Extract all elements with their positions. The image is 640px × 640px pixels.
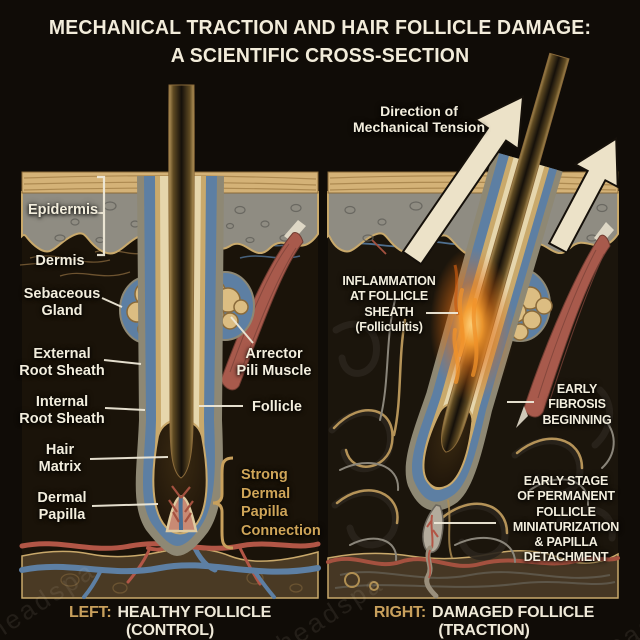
arrector-pili-muscle — [516, 222, 614, 428]
sebaceous-leader — [101, 297, 123, 308]
label-dermal-papilla: Dermal Papilla — [37, 490, 87, 523]
papilla-brace-icon — [212, 456, 234, 550]
label-epidermis: Epidermis — [27, 202, 99, 218]
label-early-fibrosis: EARLY FIBROSIS BEGINNING — [542, 382, 612, 427]
label-follicle: Follicle — [252, 399, 302, 415]
label-sebaceous-gland: Sebaceous Gland — [23, 286, 101, 319]
healthy-follicle-panel — [19, 84, 321, 599]
right-caption-text: DAMAGED FOLLICLE (TRACTION) — [432, 604, 595, 639]
hair-shaft — [168, 84, 195, 479]
fibrosis-swirls — [328, 299, 616, 563]
damaged-follicle-panel — [326, 52, 620, 599]
label-miniaturization: EARLY STAGE OF PERMANENT FOLLICLE MINIAT… — [512, 474, 620, 565]
left-caption: LEFT: HEALTHY FOLLICLE (CONTROL) — [28, 604, 312, 640]
label-direction-of-tension: Direction of Mechanical Tension — [353, 103, 485, 136]
tension-arrow-icon — [401, 94, 619, 266]
leader-lines — [89, 175, 534, 524]
hair-matrix-leader — [89, 456, 169, 460]
label-inflammation: INFLAMMATION AT FOLLICLE SHEATH (Follicu… — [342, 274, 436, 334]
dermal-papilla-leader — [91, 503, 159, 507]
label-hair-matrix: Hair Matrix — [38, 442, 82, 475]
page-title: MECHANICAL TRACTION AND HAIR FOLLICLE DA… — [48, 17, 592, 67]
label-arrector-pili: Arrector Pili Muscle — [236, 346, 312, 379]
external-sheath-leader — [103, 359, 142, 365]
dermal-papilla-shape — [165, 485, 198, 533]
left-caption-text: HEALTHY FOLLICLE (CONTROL) — [117, 604, 272, 639]
label-internal-root-sheath: Internal Root Sheath — [19, 394, 105, 427]
label-strong-papilla-connection: Strong Dermal Papilla Connection — [241, 467, 321, 539]
label-dermis: Dermis — [35, 253, 85, 269]
label-external-root-sheath: External Root Sheath — [19, 346, 105, 379]
detaching-papilla — [422, 499, 453, 599]
left-caption-prefix: LEFT: — [68, 604, 112, 621]
right-caption-prefix: RIGHT: — [373, 604, 426, 621]
epidermis-bracket-icon — [97, 175, 106, 257]
subcutaneous-layer — [326, 550, 620, 599]
follicle-structure — [135, 84, 224, 556]
internal-sheath-leader — [104, 407, 146, 411]
right-caption: RIGHT: DAMAGED FOLLICLE (TRACTION) — [336, 604, 632, 640]
inflammation-glow — [430, 247, 514, 403]
arrector-leader — [230, 316, 254, 344]
